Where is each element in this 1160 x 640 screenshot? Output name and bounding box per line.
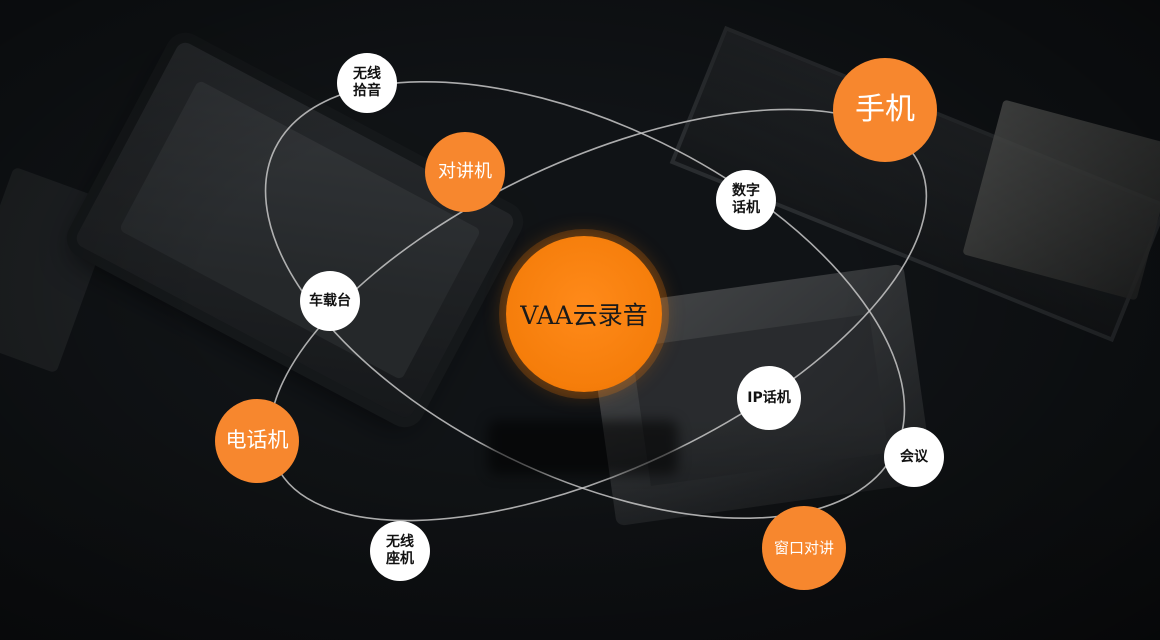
node-label: 电话机 (225, 428, 289, 453)
node-wireless-deskphone: 无线 座机 (370, 521, 430, 581)
node-ip-phone: IP话机 (737, 366, 801, 430)
center-label: VAA云录音 (520, 301, 648, 330)
node-label: 手机 (855, 92, 915, 127)
node-car-radio: 车载台 (300, 271, 360, 331)
node-wireless-pickup: 无线 拾音 (337, 53, 397, 113)
node-label: 无线 拾音 (353, 66, 381, 99)
node-label: 窗口对讲 (773, 539, 834, 557)
node-label: 对讲机 (438, 161, 492, 183)
node-label: 会议 (900, 448, 928, 465)
node-walkie-talkie: 对讲机 (425, 132, 505, 212)
node-label: 车载台 (309, 292, 351, 309)
node-meeting: 会议 (884, 427, 944, 487)
node-label: 数字 话机 (732, 183, 760, 216)
node-digital-phone: 数字 话机 (716, 170, 776, 230)
node-telephone: 电话机 (215, 399, 299, 483)
node-window-intercom: 窗口对讲 (762, 506, 846, 590)
shadow-smudge (488, 420, 678, 475)
node-label: 无线 座机 (386, 534, 414, 567)
center-node-vaa-cloud-recording: VAA云录音 (506, 236, 662, 392)
node-mobile-phone: 手机 (833, 58, 937, 162)
node-label: IP话机 (747, 389, 791, 406)
